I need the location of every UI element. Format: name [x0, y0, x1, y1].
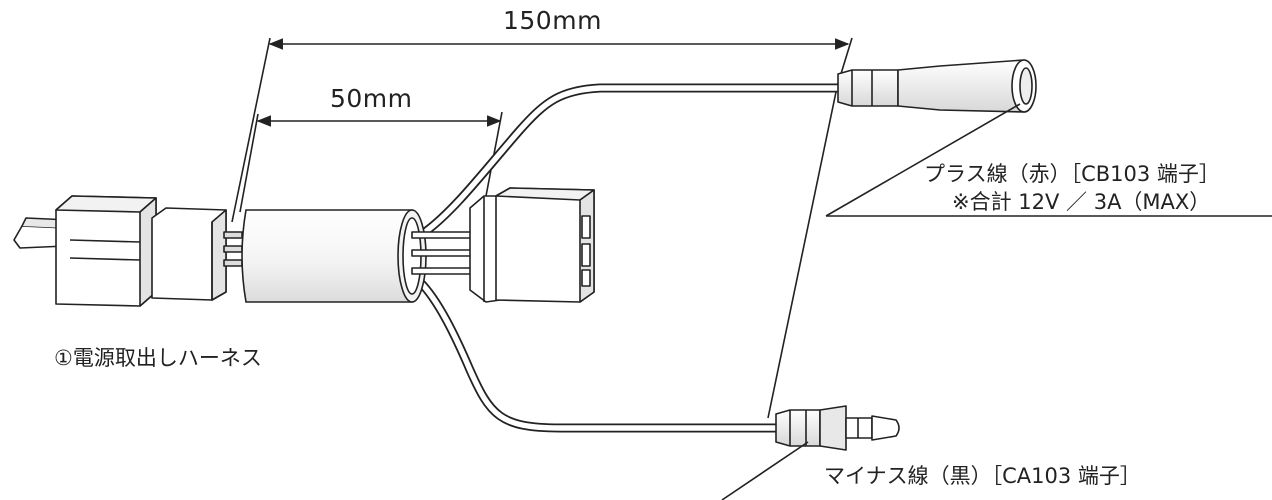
- leader-lines: [721, 91, 1272, 500]
- harness-name-label: ①電源取出しハーネス: [54, 346, 262, 370]
- extension-line-left-50: [239, 113, 259, 213]
- tube-cylinder: [241, 209, 427, 303]
- right-connector: [411, 187, 595, 303]
- leader-minus: [721, 441, 809, 500]
- plus-wire-note: ※合計 12V ／ 3A（MAX）: [952, 190, 1211, 214]
- left-connector: [13, 195, 243, 307]
- extension-line-left-150: [231, 37, 271, 223]
- leader-plus-diagonal: [825, 103, 1021, 217]
- minus-wire: [415, 277, 785, 433]
- plus-wire-label: プラス線（赤）［CB103 端子］: [924, 162, 1220, 186]
- leader-150-to-minus: [767, 91, 837, 419]
- minus-terminal: [775, 405, 900, 451]
- plus-terminal: [837, 59, 1037, 113]
- minus-wire-label: マイナス線（黒）［CA103 端子］: [824, 464, 1141, 488]
- dimension-label-150mm: 150mm: [503, 6, 602, 35]
- dimension-label-50mm: 50mm: [330, 84, 413, 113]
- plus-wire: [420, 83, 847, 237]
